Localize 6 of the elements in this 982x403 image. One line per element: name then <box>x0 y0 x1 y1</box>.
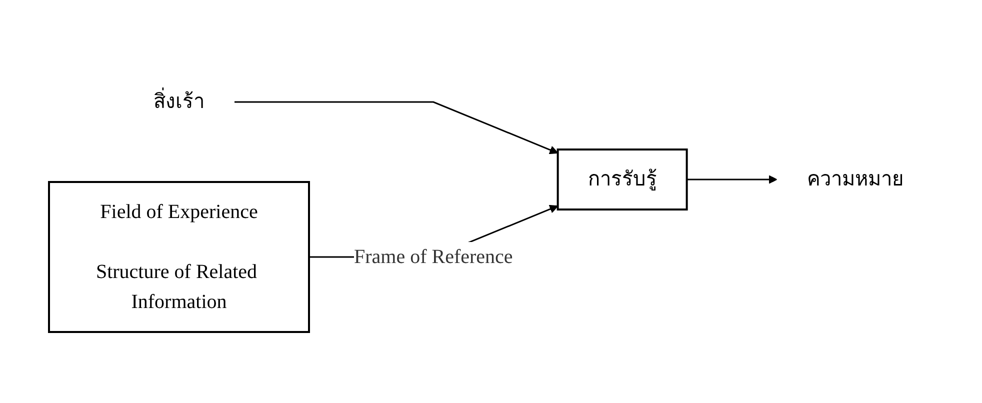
arrow <box>686 174 777 184</box>
node-box: การรับรู้ <box>556 148 688 210</box>
node-text: ความหมาย <box>806 168 904 190</box>
arrow <box>234 100 558 154</box>
node-box: Field of Experience Structure of Related Information <box>48 180 310 332</box>
edge-label: Frame of Reference <box>354 246 512 268</box>
